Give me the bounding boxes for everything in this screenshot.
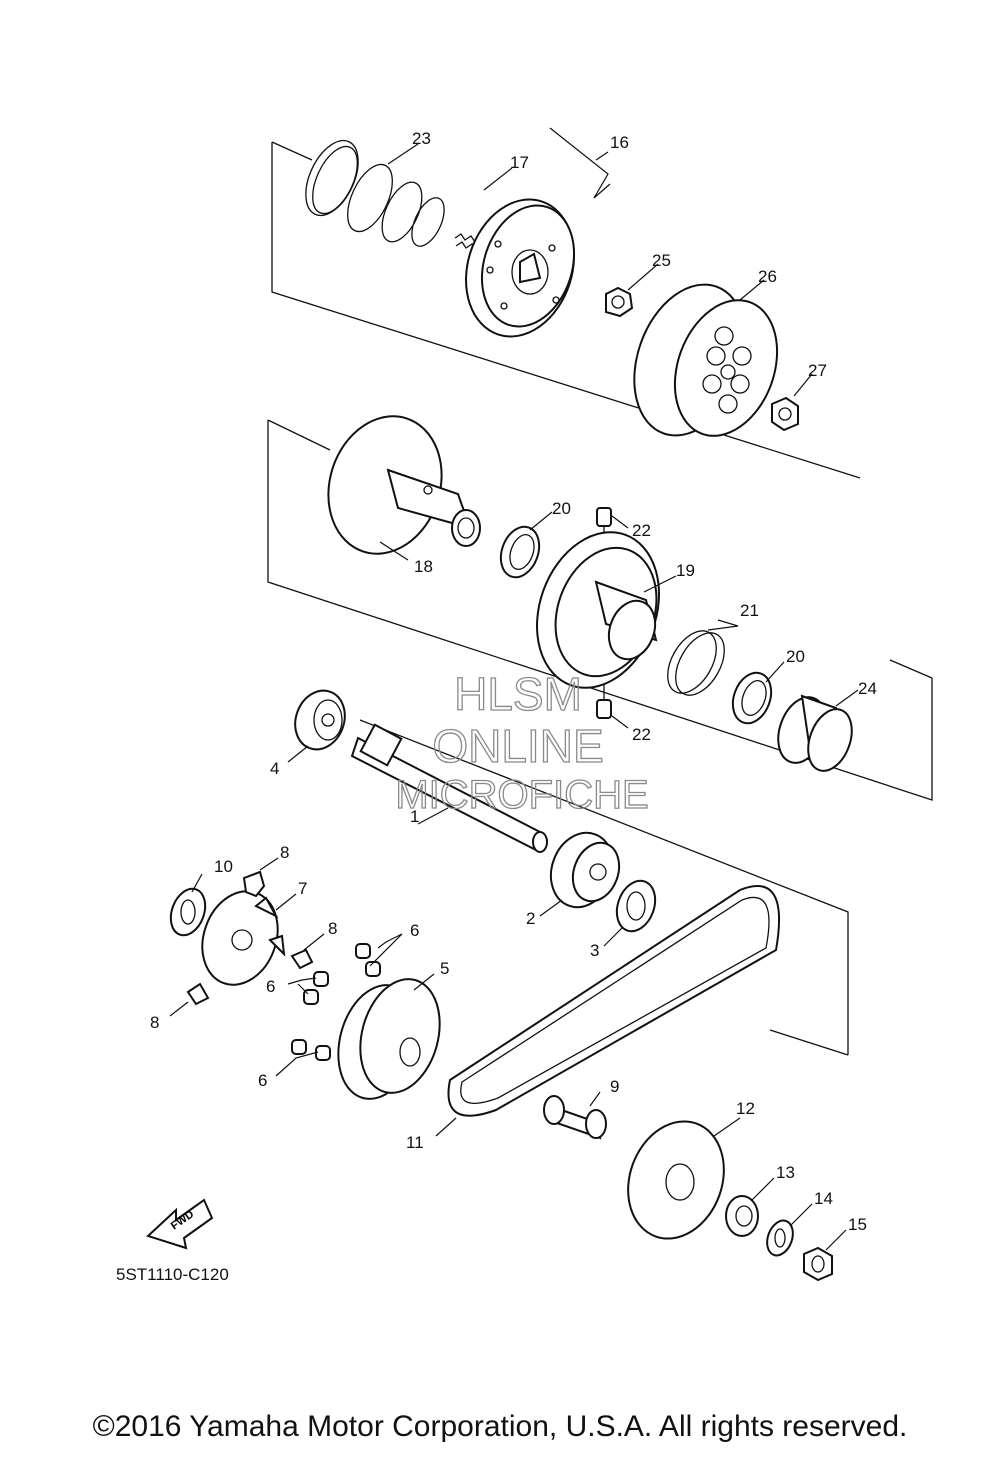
forward-direction-arrow-icon: FWD bbox=[146, 1198, 214, 1250]
secondary-sheave-frame bbox=[267, 419, 933, 801]
primary-sliding-sheave-part bbox=[337, 978, 441, 1100]
nut-part bbox=[605, 286, 634, 318]
secondary-fixed-sheave-part bbox=[327, 415, 481, 555]
bearing-part bbox=[294, 689, 346, 751]
callout-12: 12 bbox=[736, 1099, 755, 1118]
watermark-line-3: MICROFICHE bbox=[395, 773, 648, 817]
oil-seal-part bbox=[499, 525, 541, 579]
callout-6b: 6 bbox=[266, 977, 275, 996]
callout-17: 17 bbox=[510, 153, 529, 172]
washer-part bbox=[766, 1219, 794, 1257]
cam-part bbox=[201, 890, 286, 986]
callout-4: 4 bbox=[270, 759, 279, 778]
callout-20b: 20 bbox=[786, 647, 805, 666]
callout-9: 9 bbox=[610, 1077, 619, 1096]
callout-5: 5 bbox=[440, 959, 449, 978]
watermark-line-2: ONLINE bbox=[432, 720, 603, 772]
callout-26: 26 bbox=[758, 267, 777, 286]
callout-labels: 1 2 3 4 5 6 6 6 7 8 8 8 9 10 11 12 13 14… bbox=[150, 129, 877, 1234]
callout-27: 27 bbox=[808, 361, 827, 380]
callout-19: 19 bbox=[676, 561, 695, 580]
callout-11: 11 bbox=[406, 1133, 424, 1152]
callout-23: 23 bbox=[412, 129, 431, 148]
collar-part bbox=[543, 1095, 607, 1140]
oil-seal-part bbox=[615, 879, 657, 933]
callout-6c: 6 bbox=[258, 1071, 267, 1090]
callout-21: 21 bbox=[740, 601, 759, 620]
flange-nut-part bbox=[771, 396, 799, 432]
slider-part bbox=[186, 870, 314, 1006]
callout-3: 3 bbox=[590, 941, 599, 960]
callout-15: 15 bbox=[848, 1215, 867, 1234]
collar-part bbox=[777, 694, 853, 772]
callout-14: 14 bbox=[814, 1189, 833, 1208]
watermark-line-1: HLSM bbox=[454, 668, 582, 720]
nut-part bbox=[803, 1246, 833, 1282]
watermark: HLSM ONLINE MICROFICHE bbox=[395, 667, 650, 817]
weight-roller-part bbox=[291, 943, 381, 1061]
callout-24: 24 bbox=[858, 679, 877, 698]
washer-part bbox=[169, 887, 207, 937]
bearing-part bbox=[549, 831, 621, 909]
callout-6a: 6 bbox=[410, 921, 419, 940]
callout-22a: 22 bbox=[632, 521, 651, 540]
oil-seal-part bbox=[731, 671, 773, 725]
primary-shaft-part bbox=[350, 723, 548, 853]
one-way-clutch-part bbox=[725, 1195, 759, 1237]
callout-22b: 22 bbox=[632, 725, 651, 744]
compression-spring-part bbox=[305, 139, 445, 247]
v-belt-part bbox=[447, 885, 780, 1117]
secondary-sliding-sheave-part bbox=[536, 531, 660, 689]
clutch-housing-part bbox=[633, 283, 779, 437]
drawing-code: 5ST1110-C120 bbox=[116, 1265, 229, 1284]
callout-7: 7 bbox=[298, 879, 307, 898]
leader-lines bbox=[169, 127, 859, 1251]
belt-frame bbox=[359, 719, 849, 1056]
callout-8c: 8 bbox=[150, 1013, 159, 1032]
callout-8a: 8 bbox=[280, 843, 289, 862]
callout-20a: 20 bbox=[552, 499, 571, 518]
callout-13: 13 bbox=[776, 1163, 795, 1182]
callout-10: 10 bbox=[214, 857, 233, 876]
callout-16: 16 bbox=[610, 133, 629, 152]
clutch-shoe-assembly-part bbox=[465, 198, 576, 338]
primary-fixed-sheave-part bbox=[627, 1120, 725, 1240]
o-ring-part bbox=[667, 630, 725, 696]
callout-1: 1 bbox=[410, 807, 419, 826]
callout-8b: 8 bbox=[328, 919, 337, 938]
callout-25: 25 bbox=[652, 251, 671, 270]
copyright-notice: ©2016 Yamaha Motor Corporation, U.S.A. A… bbox=[92, 1410, 908, 1443]
callout-18: 18 bbox=[414, 557, 433, 576]
callout-2: 2 bbox=[526, 909, 535, 928]
